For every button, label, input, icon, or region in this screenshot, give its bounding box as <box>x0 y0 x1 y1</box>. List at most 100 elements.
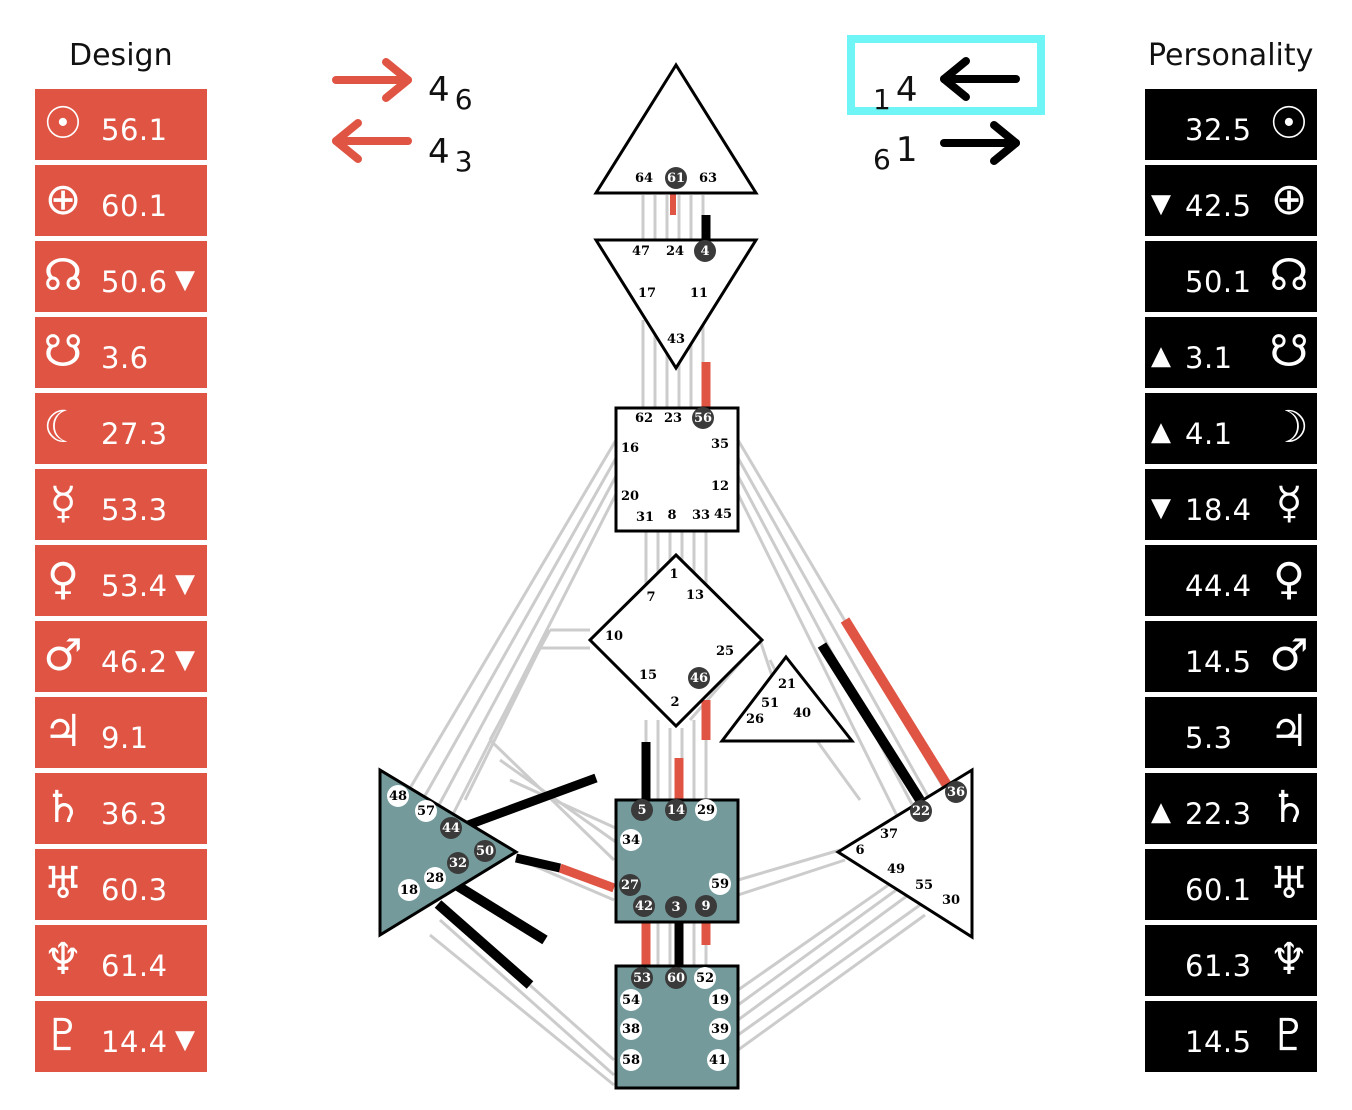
active-channel <box>445 875 548 945</box>
gate-dot <box>633 895 655 917</box>
detriment-triangle-icon: ▼ <box>1151 189 1171 219</box>
gate-dot <box>474 840 496 862</box>
position-value: 61.3 <box>1185 949 1252 983</box>
gate-43: 43 <box>667 332 685 347</box>
gate-dot <box>619 874 641 896</box>
jupiter-icon: ♃ <box>1269 706 1309 757</box>
gate-33: 33 <box>692 508 710 523</box>
gate-60: 60 <box>665 967 687 989</box>
position-value: 36.3 <box>101 797 168 831</box>
gate-label: 43 <box>667 332 685 347</box>
personality-row-neptune: ♆ 61.3 <box>1145 925 1317 996</box>
inactive-channel <box>737 848 841 882</box>
gate-label: 56 <box>694 411 712 426</box>
gate-dot <box>709 1018 731 1040</box>
gate-42: 42 <box>633 895 655 917</box>
gate-dot <box>665 967 687 989</box>
gate-label: 4 <box>700 244 709 259</box>
gate-dot <box>694 240 716 262</box>
gate-36: 36 <box>945 781 967 803</box>
gate-31: 31 <box>636 510 654 525</box>
design-bottom-variable: 4 3 <box>428 132 473 178</box>
inactive-channel <box>416 457 618 809</box>
uranus-icon: ♅ <box>1269 858 1309 909</box>
gate-9: 9 <box>695 895 717 917</box>
neptune-icon: ♆ <box>1269 934 1309 985</box>
gate-dot <box>631 799 653 821</box>
gate-label: 26 <box>746 712 764 727</box>
gate-6: 6 <box>855 843 864 858</box>
active-channel <box>558 863 616 893</box>
personality-row-uranus: ♅60.1 <box>1145 849 1317 920</box>
gate-label: 3 <box>671 900 680 915</box>
gate-64: 64 <box>635 171 653 186</box>
position-value: 42.5 <box>1185 189 1252 223</box>
gate-27: 27 <box>619 874 641 896</box>
gate-label: 30 <box>942 893 960 908</box>
design-row-south-node: ☋3.6 <box>35 317 207 388</box>
inactive-channel <box>737 858 846 897</box>
design-top-arrow-icon <box>332 58 412 102</box>
gate-label: 58 <box>622 1053 640 1068</box>
venus-icon: ♀ <box>1272 554 1306 605</box>
gate-30: 30 <box>942 893 960 908</box>
gate-label: 47 <box>632 244 650 259</box>
saturn-icon: ♄ <box>1269 782 1309 833</box>
inactive-channel <box>429 933 615 1087</box>
gate-5: 5 <box>631 799 653 821</box>
gate-label: 54 <box>622 993 640 1008</box>
gate-dot <box>447 852 469 874</box>
gate-50: 50 <box>474 840 496 862</box>
gate-label: 12 <box>711 479 729 494</box>
south-node-icon: ☋ <box>1269 326 1309 377</box>
personality-row-venus: ♀44.4 <box>1145 545 1317 616</box>
gate-44: 44 <box>440 817 462 839</box>
gate-dot <box>620 1049 642 1071</box>
gate-label: 11 <box>690 286 708 301</box>
active-channel <box>458 773 598 833</box>
gate-label: 45 <box>714 507 732 522</box>
gate-label: 50 <box>476 844 494 859</box>
gate-label: 13 <box>686 588 704 603</box>
ajna-center <box>593 238 759 371</box>
gate-61: 61 <box>665 167 687 189</box>
personality-top-arrow-icon <box>940 57 1020 101</box>
gate-48: 48 <box>387 785 409 807</box>
design-row-venus: ♀53.4▼ <box>35 545 207 616</box>
position-value: 60.3 <box>101 873 168 907</box>
mercury-icon: ☿ <box>49 478 77 529</box>
gate-49: 49 <box>887 862 905 877</box>
gate-label: 55 <box>915 878 933 893</box>
gate-21: 21 <box>778 677 796 692</box>
inactive-channel <box>737 868 911 992</box>
gate-dot <box>620 829 642 851</box>
gate-54: 54 <box>620 989 642 1011</box>
gate-dot <box>945 781 967 803</box>
gate-dot <box>387 785 409 807</box>
active-channel <box>434 900 534 989</box>
gate-label: 41 <box>709 1053 727 1068</box>
sun-icon: ☉ <box>1269 98 1309 149</box>
moon-icon: ☽ <box>1269 402 1309 453</box>
position-value: 32.5 <box>1185 113 1252 147</box>
exalted-triangle-icon: ▲ <box>1151 341 1171 371</box>
personality-top-highlight[interactable] <box>847 35 1045 115</box>
gate-label: 25 <box>716 644 734 659</box>
position-value: 50.1 <box>1185 265 1252 299</box>
design-row-earth: ⊕60.1 <box>35 165 207 236</box>
personality-row-jupiter: ♃5.3 <box>1145 697 1317 768</box>
exalted-triangle-icon: ▲ <box>1151 797 1171 827</box>
inactive-channel <box>444 493 618 829</box>
gate-label: 23 <box>664 411 682 426</box>
design-row-mercury: ☿53.3 <box>35 469 207 540</box>
solar-plexus-center <box>835 767 974 940</box>
detriment-triangle-icon: ▼ <box>175 1025 195 1055</box>
gate-label: 52 <box>696 971 714 986</box>
personality-row-sun: ☉ 32.5 <box>1145 89 1317 160</box>
gate-dot <box>424 867 446 889</box>
position-value: 3.1 <box>1185 341 1233 375</box>
gate-dot <box>440 817 462 839</box>
gate-label: 38 <box>622 1022 640 1037</box>
